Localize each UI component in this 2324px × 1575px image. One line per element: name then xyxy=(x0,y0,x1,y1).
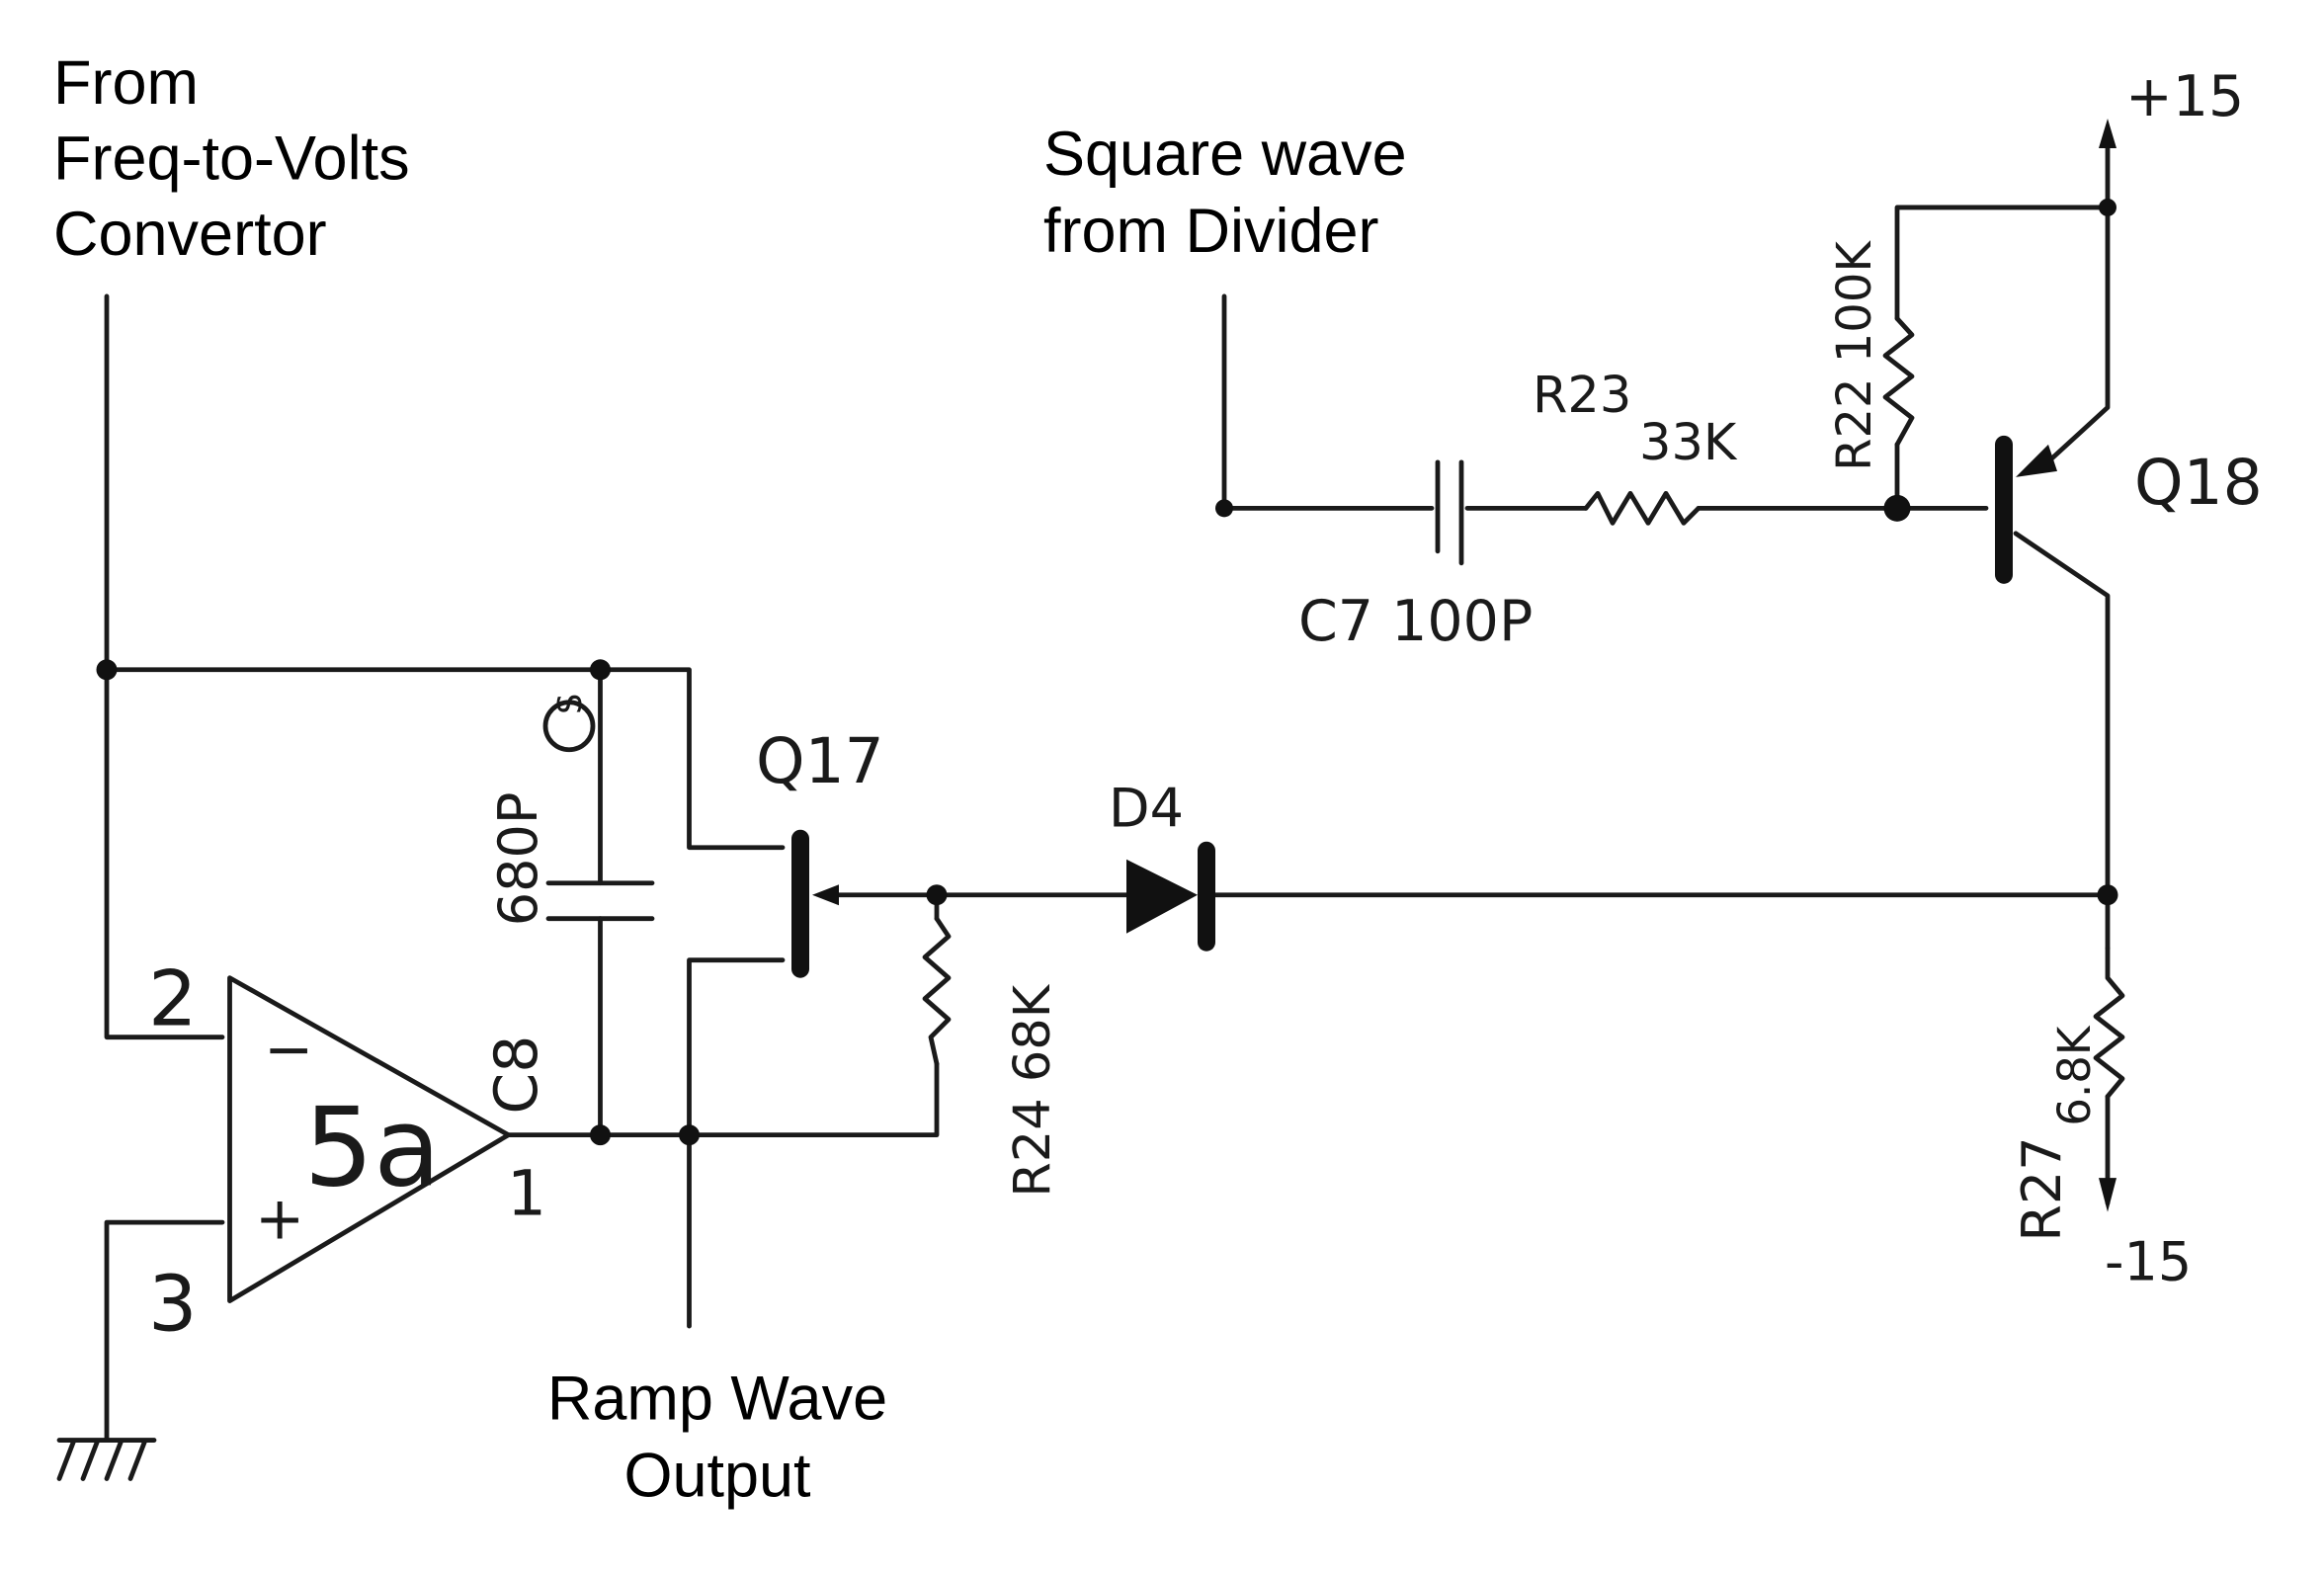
supply-minus15-label: -15 xyxy=(2105,1231,2192,1293)
supply-positive: +15 xyxy=(2099,64,2244,148)
r27-value: 6.8K xyxy=(2048,1025,2101,1126)
capacitor-c8: 680P S C8 xyxy=(482,694,655,1115)
ground-icon xyxy=(56,1438,157,1481)
label-line: From xyxy=(53,48,199,118)
opamp-plus: + xyxy=(255,1185,304,1254)
transistor-q17: Q17 xyxy=(756,725,884,978)
resistor-r24: R24 68K xyxy=(922,916,1062,1198)
junction-dot xyxy=(2099,198,2116,216)
r23-ref: R23 xyxy=(1533,367,1631,425)
r24-zigzag xyxy=(922,916,952,1067)
arrow-up-icon xyxy=(2099,118,2116,148)
opamp-label: 5a xyxy=(304,1085,442,1212)
junction-dot xyxy=(926,884,948,906)
pin-3-label: 3 xyxy=(148,1261,198,1350)
arrow-down-icon xyxy=(2099,1178,2116,1212)
resistor-r27: R27 6.8K xyxy=(2011,946,2125,1242)
c8-ref: C8 xyxy=(482,1036,551,1115)
wire-noninv-ground xyxy=(104,1219,225,1443)
wire-r22-top xyxy=(1894,205,2111,321)
opamp-triangle xyxy=(227,975,511,1303)
junction-dot xyxy=(2097,884,2118,906)
d4-triangle xyxy=(1126,859,1198,934)
pin-2-label: 2 xyxy=(148,955,198,1044)
r22-zigzag xyxy=(1882,315,1915,448)
junction-dot xyxy=(590,659,611,681)
r27-ref: R27 xyxy=(2011,1136,2073,1241)
r24-label: R24 68K xyxy=(1004,983,1062,1197)
label-line: Ramp Wave xyxy=(547,1365,887,1434)
wires xyxy=(104,130,2111,1443)
junction-dot xyxy=(590,1124,611,1146)
q17-gate-arrow xyxy=(812,884,839,906)
input-label-freq-to-volts: From Freq-to-Volts Convertor xyxy=(53,48,410,269)
transistor-q18: Q18 xyxy=(1995,435,2263,584)
q18-label: Q18 xyxy=(2134,447,2263,519)
output-label-ramp-wave: Ramp Wave Output xyxy=(547,1365,887,1511)
q17-label: Q17 xyxy=(756,725,884,797)
label-line: Freq-to-Volts xyxy=(53,124,410,193)
c7-label: C7 100P xyxy=(1298,589,1533,654)
wire-q17-lower xyxy=(687,957,786,1138)
r27-zigzag xyxy=(2093,946,2125,1100)
supply-plus15-label: +15 xyxy=(2125,64,2244,129)
label-line: Output xyxy=(623,1442,811,1511)
d4-label: D4 xyxy=(1109,778,1184,840)
junction-dot xyxy=(679,1124,700,1146)
diode-d4: D4 xyxy=(1109,778,1215,952)
r23-value: 33K xyxy=(1639,414,1738,472)
c8-note-circle xyxy=(542,700,596,753)
resistor-r22: R22 100K xyxy=(1827,240,1915,471)
junction-dots xyxy=(96,198,2118,1146)
resistor-r23: R23 33K xyxy=(1533,367,1738,526)
wire-top-bus xyxy=(104,667,786,851)
c8-value: 680P xyxy=(487,792,549,927)
pin-1-label: 1 xyxy=(507,1158,546,1230)
opamp-minus: − xyxy=(264,1016,313,1085)
junction-dot xyxy=(96,659,118,681)
capacitor-c7: C7 100P xyxy=(1298,459,1533,654)
supply-negative: -15 xyxy=(2099,1178,2192,1293)
wire-output-bus xyxy=(506,1061,940,1138)
wire-plus15 xyxy=(2035,130,2111,474)
label-line: Convertor xyxy=(53,200,327,269)
input-label-square-wave: Square wave from Divider xyxy=(1043,120,1407,266)
wire-q18-collector xyxy=(2013,531,2111,952)
opamp-5a: 5a − + 2 3 1 xyxy=(148,955,546,1350)
q18-emitter-arrow xyxy=(2016,444,2057,477)
junction-dot xyxy=(1883,494,1911,522)
wire-inv-input xyxy=(104,667,225,1040)
wire-square-input xyxy=(1221,293,1435,511)
label-line: from Divider xyxy=(1043,197,1379,266)
label-line: Square wave xyxy=(1043,120,1407,189)
r22-label: R22 100K xyxy=(1827,240,1882,471)
junction-dot xyxy=(1215,499,1233,518)
c8-note: S xyxy=(550,694,589,714)
r23-zigzag xyxy=(1583,490,1702,526)
